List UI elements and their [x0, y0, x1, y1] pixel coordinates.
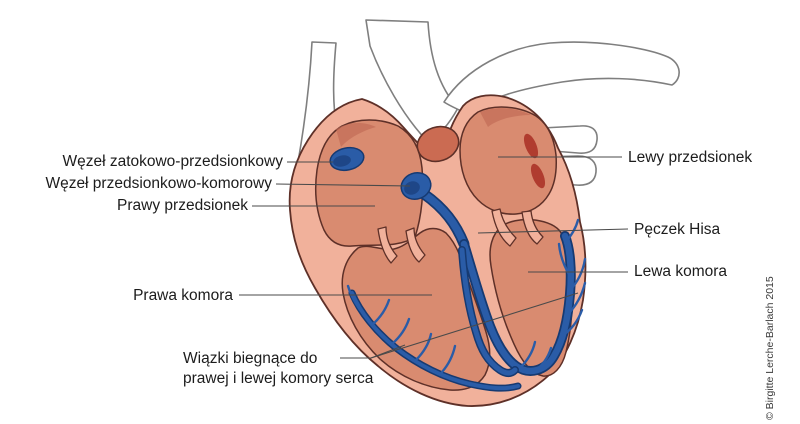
mitral-valve-flap-1	[491, 208, 517, 247]
label-sa-node: Węzeł zatokowo-przedsionkowy	[62, 153, 283, 170]
tricuspid-valve-flap-2	[405, 227, 426, 263]
label-av-node: Węzeł przedsionkowo-komorowy	[45, 175, 272, 192]
label-bundles: Wiązki biegnące do prawej i lewej komory…	[183, 349, 373, 389]
label-his-bundle: Pęczek Hisa	[634, 221, 721, 238]
purkinje-fibers-right	[346, 284, 457, 374]
label-right-ventricle: Prawa komora	[133, 287, 233, 304]
conduction-system	[329, 146, 587, 392]
label-right-atrium: Prawy przedsionek	[117, 197, 248, 214]
label-left-atrium: Lewy przedsionek	[628, 149, 753, 166]
leader-lines	[239, 156, 629, 359]
label-bundles-line2: prawej i lewej komory serca	[183, 370, 374, 387]
left-ventricle-chamber	[489, 218, 573, 377]
his-bundle	[420, 190, 468, 248]
label-bundles-line1: Wiązki biegnące do	[183, 350, 318, 367]
vein-opening-upper	[523, 133, 539, 159]
right-bundle-branch	[350, 291, 520, 391]
leader-av-node	[275, 183, 411, 187]
copyright-credit: © Birgitte Lerche-Barlach 2015	[764, 276, 776, 420]
label-left-ventricle: Lewa komora	[634, 263, 728, 280]
heart-body	[288, 94, 587, 407]
av-node-core	[404, 181, 420, 195]
septal-strand	[459, 247, 518, 376]
sa-node-core	[333, 155, 351, 167]
leader-his-bundle	[477, 228, 629, 234]
vein-opening-lower	[530, 163, 546, 189]
right-atrium-shading	[336, 123, 376, 147]
leader-bundles-branch-right	[370, 292, 579, 359]
left-atrium-shading	[480, 108, 531, 127]
left-atrium-chamber	[459, 106, 557, 215]
tricuspid-valve-flap-1	[377, 226, 398, 264]
purkinje-fibers-left	[518, 218, 587, 374]
mitral-valve-flap-2	[521, 210, 544, 245]
